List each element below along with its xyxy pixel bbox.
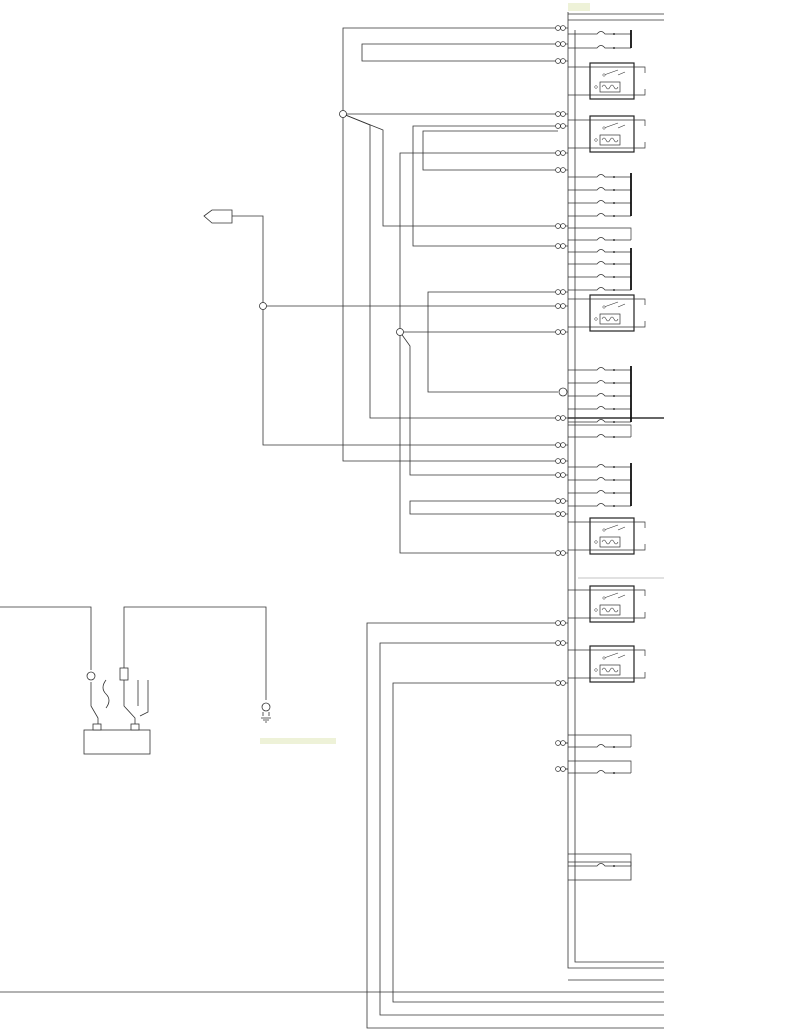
connector-column xyxy=(555,25,568,772)
battery-side-cable xyxy=(137,680,149,717)
ground-lamp-icon xyxy=(261,702,271,723)
fuse-group xyxy=(568,30,632,867)
relay-icon xyxy=(568,517,646,555)
splice-point-c xyxy=(396,328,404,336)
top-bus-line xyxy=(568,13,664,21)
wire-loop-e xyxy=(422,130,558,171)
connector-pin xyxy=(555,123,568,129)
battery-terminal-icon xyxy=(86,667,129,681)
connector-pin xyxy=(555,680,568,686)
connector-pin xyxy=(555,111,568,117)
connector-pin xyxy=(555,458,568,464)
fuse-block-icon xyxy=(568,734,632,748)
connector-pin xyxy=(555,167,568,173)
connector-pin xyxy=(555,511,568,517)
connector-pin xyxy=(555,472,568,478)
wire-long-mid xyxy=(379,642,664,1016)
sensor-tag-wire xyxy=(232,215,558,446)
connector-pin xyxy=(555,25,568,31)
fuse-block-icon xyxy=(568,173,632,217)
wire-layer xyxy=(0,12,664,1029)
relay-group xyxy=(568,62,646,683)
splice-point-a xyxy=(339,110,347,118)
connector-pin xyxy=(555,415,568,421)
fuse-block-icon xyxy=(568,760,632,774)
relay-icon xyxy=(568,645,646,683)
relay-icon xyxy=(568,294,646,332)
main-bus-line xyxy=(567,12,664,969)
sensor-tag-icon xyxy=(203,209,233,224)
wire-loop-outer xyxy=(342,27,558,462)
junction-point xyxy=(558,387,568,397)
battery-wire-down-a xyxy=(90,682,99,724)
connector-pin xyxy=(555,150,568,156)
relay-icon xyxy=(568,62,646,100)
connector-pin xyxy=(555,550,568,556)
fuse-block-icon xyxy=(568,463,632,507)
label-highlight-top xyxy=(568,3,590,11)
fuse-block-icon xyxy=(568,366,632,423)
connector-pin xyxy=(555,498,568,504)
label-highlight-ground xyxy=(260,738,336,744)
splice-point-b xyxy=(259,302,267,310)
wire-long-outer xyxy=(366,622,664,1029)
wire-loop-i xyxy=(409,500,558,515)
connector-pin xyxy=(555,58,568,64)
battery-icon xyxy=(83,723,151,755)
wire-loop-f xyxy=(399,152,558,554)
wire-loop-g xyxy=(427,291,558,393)
relay-icon xyxy=(568,585,646,623)
fuse-block-icon xyxy=(568,424,632,438)
wire-loop-short xyxy=(361,43,558,62)
wire-splice-h-down xyxy=(399,331,558,476)
wire-loop-d xyxy=(412,125,558,247)
bottom-bus-line xyxy=(574,30,664,963)
connector-pin xyxy=(555,442,568,448)
connector-pin xyxy=(555,223,568,229)
battery-wire-left xyxy=(0,606,92,670)
fuse-block-icon xyxy=(568,248,632,291)
connector-pin xyxy=(555,640,568,646)
wire-long-inner xyxy=(392,682,664,1003)
battery-wire-right xyxy=(123,606,267,700)
connector-pin xyxy=(555,303,568,309)
battery-wire-down-b xyxy=(123,680,136,724)
connector-pin xyxy=(555,620,568,626)
fuse-block-icon xyxy=(568,227,632,241)
connector-pin xyxy=(555,243,568,249)
battery-fuse-link xyxy=(102,679,110,709)
connector-pin xyxy=(555,289,568,295)
stub-lines xyxy=(558,742,632,881)
relay-icon xyxy=(568,115,646,153)
connector-pin xyxy=(555,329,568,335)
connector-pin xyxy=(555,766,568,772)
wire-splice-a-c xyxy=(342,113,558,419)
connector-pin xyxy=(555,740,568,746)
connector-pin xyxy=(555,41,568,47)
fuse-block-icon xyxy=(568,853,632,867)
fuse-block-icon xyxy=(568,30,632,49)
